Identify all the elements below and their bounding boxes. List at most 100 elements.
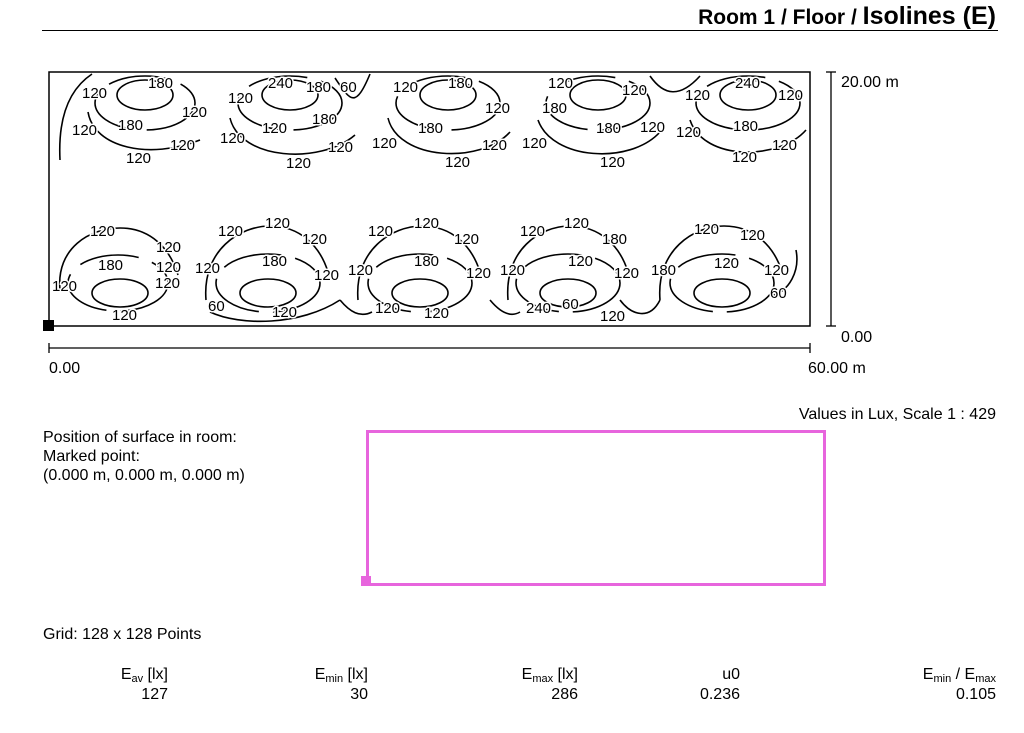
stat-e-min-value: 30 — [350, 686, 368, 703]
page-title: Room 1 / Floor / Isolines (E) — [698, 2, 996, 32]
isoline-label: 120 — [548, 75, 573, 92]
x-min-label: 0.00 — [49, 360, 80, 377]
stat-u0-value: 0.236 — [699, 686, 740, 703]
isoline-label: 120 — [348, 262, 373, 279]
y-max-label: 20.00 m — [841, 74, 899, 91]
isoline-label: 120 — [676, 124, 701, 141]
isoline-label: 120 — [182, 104, 207, 121]
isoline-labels: 120 180 120 120 180 120 120 120 240 180 … — [51, 74, 805, 327]
isoline-plan: 20.00 m 0.00 0.00 60.00 m — [43, 71, 899, 377]
stat-separator: / — [951, 666, 965, 683]
stat-e-max: Emax [lx] 286 — [522, 665, 578, 705]
values-note: Values in Lux, Scale 1 : 429 — [798, 406, 996, 423]
isoline-label: 120 — [500, 262, 525, 279]
isolines-bottom-row — [59, 225, 798, 323]
isoline-label: 120 — [72, 122, 97, 139]
stat-e-av-value: 127 — [141, 686, 168, 703]
isoline-label: 60 — [208, 298, 225, 315]
surface-position-rect — [366, 430, 826, 586]
isoline-label: 120 — [220, 130, 245, 147]
grid-info: Grid: 128 x 128 Points — [43, 626, 202, 643]
isoline-label: 60 — [562, 296, 579, 313]
isoline-label: 180 — [651, 262, 676, 279]
stat-emin-emax: Emin / Emax 0.105 — [923, 665, 996, 705]
isoline-label: 120 — [228, 90, 253, 107]
isoline-label: 120 — [52, 278, 77, 295]
isoline-label: 180 — [733, 118, 758, 135]
isoline-label: 180 — [312, 111, 337, 128]
isoline-label: 120 — [445, 154, 470, 171]
isoline-label: 120 — [82, 85, 107, 102]
isoline-label: 120 — [522, 135, 547, 152]
marked-point-coords: (0.000 m, 0.000 m, 0.000 m) — [43, 467, 245, 484]
stat-subscript: av — [131, 673, 144, 685]
stat-emin-emax-header: Emin / Emax — [923, 665, 996, 685]
isoline-label: 120 — [368, 223, 393, 240]
isoline-label: 180 — [148, 75, 173, 92]
stat-subscript: max — [975, 673, 996, 685]
stat-u0-header: u0 — [722, 666, 740, 683]
header-rule — [42, 30, 998, 31]
isoline-label: 180 — [418, 120, 443, 137]
stat-symbol: E — [314, 666, 326, 683]
isoline-label: 120 — [265, 215, 290, 232]
isoline-label: 120 — [614, 265, 639, 282]
stat-e-av-header: Eav [lx] — [121, 665, 168, 685]
y-dimension — [826, 71, 836, 327]
isoline-label: 120 — [485, 100, 510, 117]
stat-subscript: max — [532, 673, 554, 685]
isoline-label: 120 — [640, 119, 665, 136]
marked-point-label: Marked point: — [43, 448, 140, 465]
isoline-label: 120 — [622, 82, 647, 99]
stat-e-max-value: 286 — [551, 686, 578, 703]
isoline-label: 180 — [414, 253, 439, 270]
isoline-label: 120 — [393, 79, 418, 96]
isoline-label: 120 — [414, 215, 439, 232]
stat-unit: [lx] — [553, 666, 578, 683]
isoline-label: 180 — [262, 253, 287, 270]
y-min-label: 0.00 — [841, 329, 872, 346]
isoline-label: 120 — [564, 215, 589, 232]
isoline-label: 180 — [596, 120, 621, 137]
isoline-label: 120 — [600, 154, 625, 171]
isoline-label: 120 — [218, 223, 243, 240]
isoline-label: 120 — [740, 227, 765, 244]
stat-unit: [lx] — [143, 666, 168, 683]
isoline-label: 120 — [772, 137, 797, 154]
isoline-label: 180 — [118, 117, 143, 134]
isoline-label: 120 — [302, 231, 327, 248]
isoline-label: 120 — [90, 223, 115, 240]
isoline-label: 120 — [466, 265, 491, 282]
position-info: Position of surface in room: Marked poin… — [43, 428, 245, 485]
isoline-label: 120 — [778, 87, 803, 104]
isoline-label: 120 — [156, 259, 181, 276]
stat-subscript: min — [933, 673, 952, 685]
isoline-label: 120 — [482, 137, 507, 154]
isoline-label: 120 — [112, 307, 137, 324]
isoline-label: 180 — [602, 231, 627, 248]
isoline-label: 120 — [600, 308, 625, 325]
isoline-label: 120 — [732, 149, 757, 166]
isoline-label: 120 — [424, 305, 449, 322]
isoline-label: 60 — [770, 285, 787, 302]
stat-e-av: Eav [lx] 127 — [121, 665, 168, 705]
isoline-label: 120 — [454, 231, 479, 248]
isoline-label: 120 — [714, 255, 739, 272]
position-label: Position of surface in room: — [43, 429, 237, 446]
isoline-label: 120 — [328, 139, 353, 156]
isoline-label: 120 — [156, 239, 181, 256]
isoline-label: 120 — [195, 260, 220, 277]
stat-symbol: E — [521, 666, 533, 683]
x-max-label: 60.00 m — [808, 360, 866, 377]
stat-symbol: E — [120, 666, 132, 683]
stat-e-max-header: Emax [lx] — [522, 665, 578, 685]
isoline-label: 120 — [286, 155, 311, 172]
page-title-path: Room 1 / Floor / — [698, 6, 863, 29]
isoline-label: 240 — [268, 75, 293, 92]
isoline-label: 120 — [764, 262, 789, 279]
isoline-label: 120 — [272, 304, 297, 321]
isoline-label: 180 — [542, 100, 567, 117]
isoline-label: 120 — [685, 87, 710, 104]
isoline-label: 120 — [262, 120, 287, 137]
isoline-label: 120 — [372, 135, 397, 152]
